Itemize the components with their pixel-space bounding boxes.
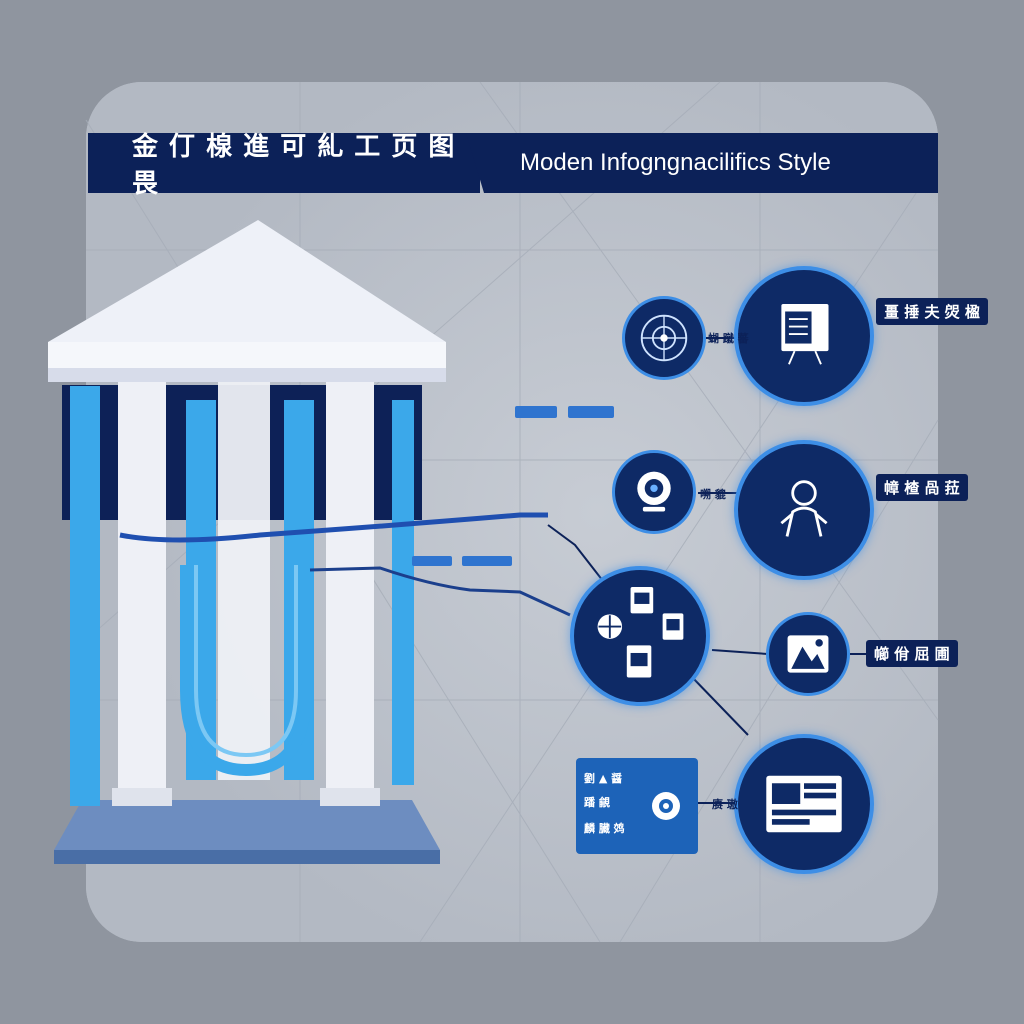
card-line-2: 蹯 覦 [584,796,610,809]
person-icon[interactable] [734,440,874,580]
label-mid: 幛 楂 咼 菈 [876,474,968,501]
building-step [54,800,440,850]
title-cn: 金 仃 楾 進 可 糺 工 页 图 畏 [132,132,456,199]
dash-marker-1 [515,406,557,418]
flow-line-center [309,566,571,617]
card-line-3: 麟 臓 䴔 [584,822,625,835]
dash-marker-2 [568,406,614,418]
dashboard-window-icon[interactable] [734,734,874,874]
title-bar-left: 金 仃 楾 進 可 糺 工 页 图 畏 [88,132,480,199]
presentation-board-icon[interactable] [734,266,874,406]
info-card[interactable]: 劉 ▲ 醤 蹯 覦 麟 臓 䴔 [576,758,698,854]
column-glow-4 [392,400,414,785]
dash-marker-4 [462,556,512,566]
dash-marker-3 [412,556,452,566]
label-lower: 幯 佾 屈 圃 [866,640,958,667]
card-line-1: 劉 ▲ 醤 [584,772,623,785]
landscape-icon[interactable] [766,612,850,696]
label-top: 畺 捶 夫 焈 楹 [876,298,988,325]
small-label-1: 蝴 蹴 蕃 [708,332,749,345]
webcam-icon[interactable] [612,450,696,534]
flow-wave [119,512,548,543]
target-globe-icon[interactable] [622,296,706,380]
title-bar-right: Moden Infogngnacilifics Style [484,133,938,193]
small-label-2: 嗍 貔 [700,488,726,501]
column-1 [118,380,166,800]
entablature [48,342,446,368]
column-3 [326,380,374,800]
gear-icon [652,792,680,820]
connectors [547,337,868,804]
building-plinth [54,850,440,864]
devices-cluster-icon[interactable] [570,566,710,706]
column-2 [218,380,270,780]
title-en: Moden Infogngnacilifics Style [520,149,831,176]
column-glow-1 [70,386,100,806]
small-label-3: 赓 璈 [712,798,738,811]
pediment [48,220,446,342]
u-cable-outer [180,565,312,777]
